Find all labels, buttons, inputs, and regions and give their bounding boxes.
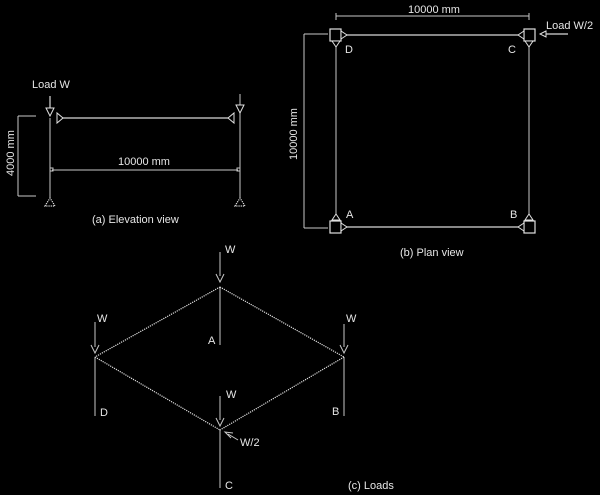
right-load-arrowhead-icon [235, 104, 245, 115]
elevation-caption: (a) Elevation view [92, 214, 179, 226]
plan-x-dimension-label: 10000 mm [408, 4, 460, 16]
load-w2-label: Load W/2 [546, 20, 593, 32]
pin-support-left-icon [43, 196, 57, 207]
loads-view: W W W W W/2 A D B C (c) Loads [90, 244, 394, 492]
load-w-label: Load W [32, 79, 71, 91]
loads-caption: (c) Loads [348, 480, 394, 492]
node-a-label: A [208, 335, 216, 347]
load-w-label-c: W [226, 389, 237, 401]
pin-icon [517, 222, 525, 232]
plan-caption: (b) Plan view [400, 247, 464, 259]
pin-icon [524, 213, 534, 221]
node-b-label: B [510, 209, 517, 221]
arrowhead-icon [538, 30, 547, 38]
arrowhead-icon [215, 273, 225, 284]
pin-icon [517, 30, 525, 40]
span-dimension-label: 10000 mm [118, 156, 170, 168]
height-dimension-label: 4000 mm [5, 130, 17, 176]
pin-icon [331, 213, 341, 221]
arrowhead-icon [90, 344, 100, 355]
load-w2-label-c: W/2 [240, 437, 260, 449]
node-d-label: D [345, 44, 353, 56]
dim-tick-right [236, 167, 241, 172]
elevation-view: Load W 4000 mm 10000 mm (a) Elevation vi… [5, 79, 247, 226]
beam-pin-left-icon [56, 111, 64, 125]
pin-icon [340, 30, 348, 40]
node-d-label: D [100, 407, 108, 419]
node-a-column-icon [329, 220, 342, 234]
load-w2-arrow-c [227, 433, 239, 441]
node-b-label: B [332, 406, 339, 418]
pin-icon [331, 40, 341, 48]
arrowhead-icon [339, 344, 349, 355]
node-a-label: A [346, 209, 354, 221]
beam-pin-right-icon [227, 111, 235, 125]
load-w-label-d: W [97, 313, 108, 325]
plan-view: 10000 mm 10000 mm D C Load W/2 A [288, 4, 593, 259]
load-w-label-a: W [225, 244, 236, 256]
load-w-label-b: W [346, 313, 357, 325]
arrowhead-icon [215, 417, 225, 428]
beam-ab [219, 286, 345, 358]
beam-ad [94, 286, 221, 358]
node-d-column-icon [329, 28, 342, 42]
node-b-column-icon [523, 220, 536, 234]
plan-y-dimension-label: 10000 mm [288, 108, 300, 160]
pin-icon [524, 40, 534, 48]
node-c-label: C [225, 480, 233, 492]
dim-tick-left [49, 167, 54, 172]
beam-bc [219, 356, 345, 431]
beam-dc [94, 356, 221, 431]
arrowhead-icon [223, 431, 234, 439]
pin-icon [340, 222, 348, 232]
node-c-label: C [508, 44, 516, 56]
pin-support-right-icon [233, 196, 247, 207]
node-c-column-icon [523, 28, 536, 42]
load-arrowhead-icon [45, 107, 55, 118]
